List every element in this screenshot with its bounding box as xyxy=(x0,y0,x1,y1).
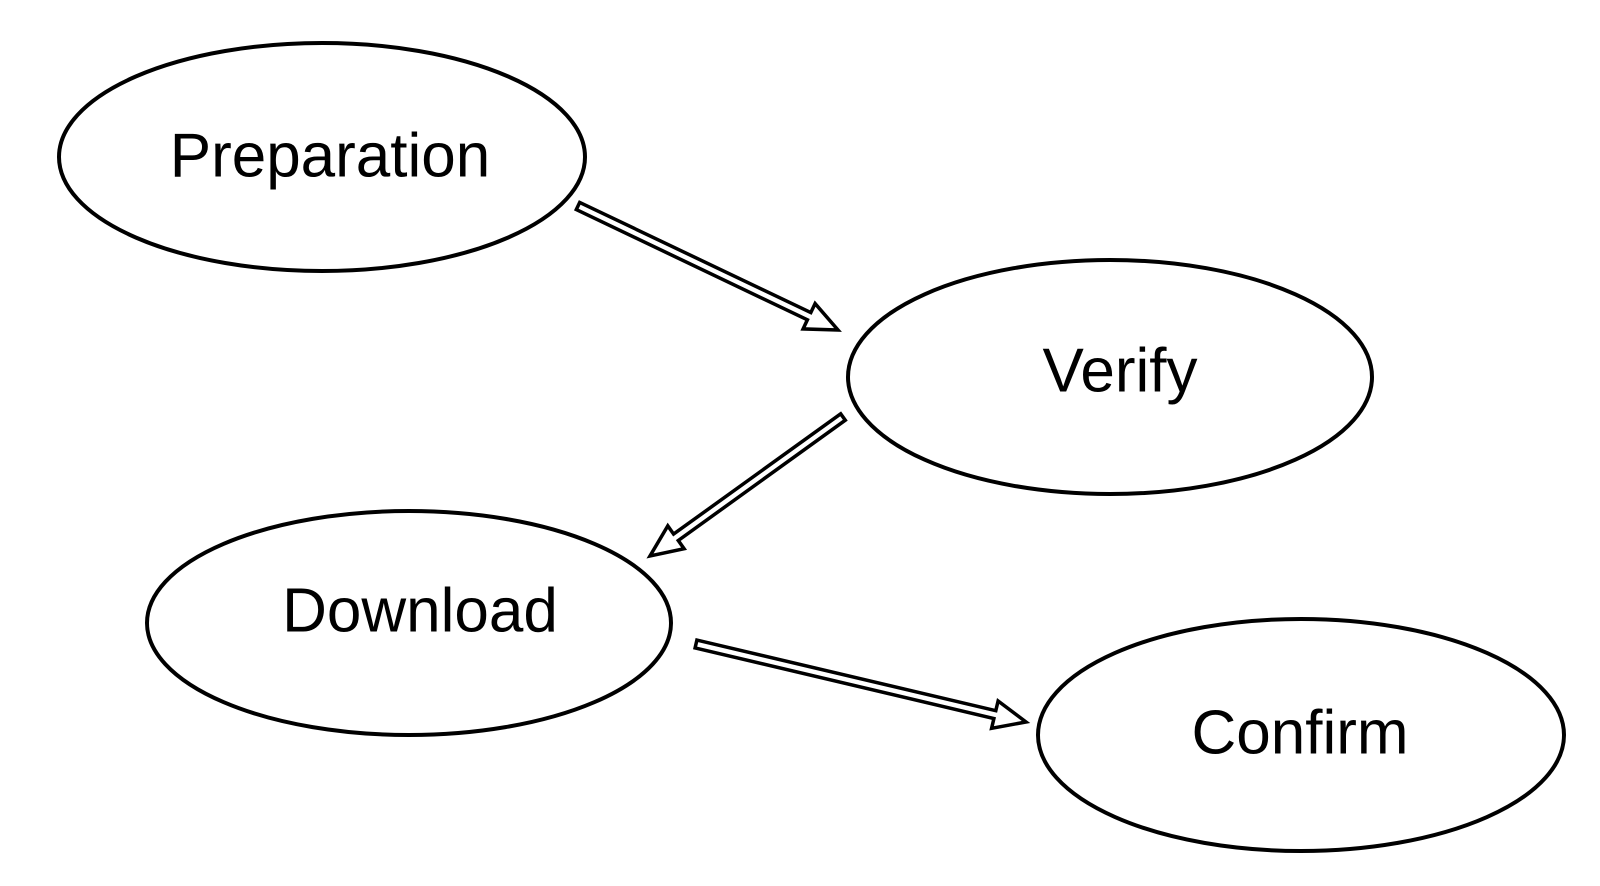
arrow-download-to-confirm xyxy=(693,637,1031,731)
node-download-label: Download xyxy=(282,577,558,646)
node-download-shape xyxy=(145,509,673,737)
node-preparation-shape xyxy=(57,41,587,273)
node-confirm-shape xyxy=(1036,617,1566,853)
arrow-preparation-to-verify xyxy=(573,200,842,332)
arrow-verify-to-download xyxy=(646,411,848,559)
node-verify-shape xyxy=(846,258,1374,496)
node-confirm-label: Confirm xyxy=(1191,699,1408,768)
node-verify-label: Verify xyxy=(1042,337,1197,406)
node-preparation-label: Preparation xyxy=(170,122,491,191)
